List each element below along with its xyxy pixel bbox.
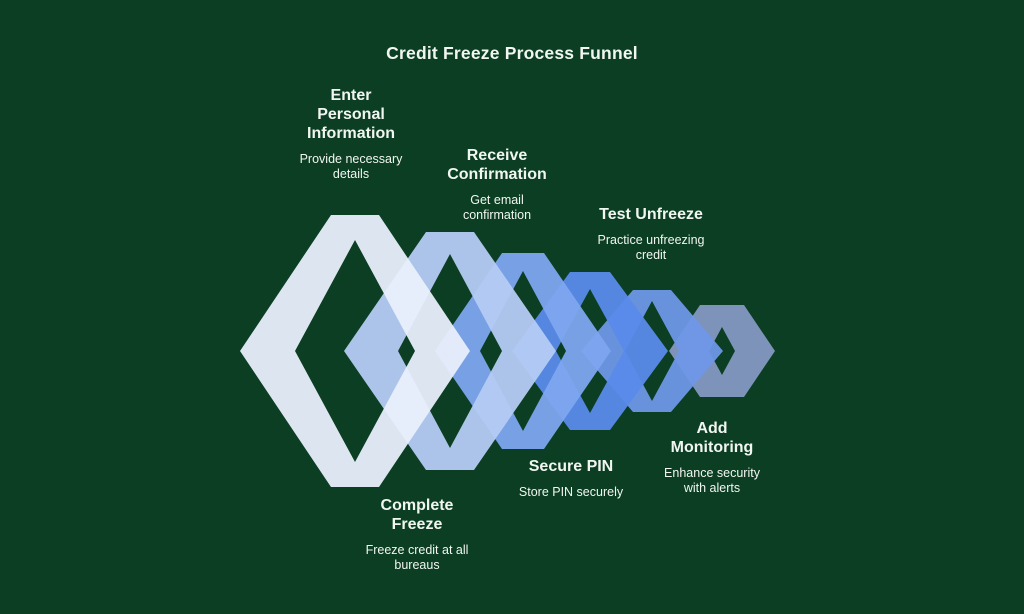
step-heading: Add Monitoring — [670, 420, 754, 456]
step-subtitle: Practice unfreezing credit — [597, 233, 705, 262]
chart-title: Credit Freeze Process Funnel — [386, 43, 638, 63]
step-subtitle: Enhance security with alerts — [664, 466, 760, 495]
step-heading: Receive Confirmation — [447, 147, 547, 183]
step-subtitle: Provide necessary details — [299, 152, 403, 181]
step-subtitle: Get email confirmation — [462, 193, 532, 222]
step-subtitle: Freeze credit at all bureaus — [365, 543, 469, 572]
step-heading: Complete Freeze — [380, 497, 454, 533]
step-subtitle: Store PIN securely — [518, 485, 624, 499]
step-heading: Secure PIN — [528, 458, 614, 475]
step-label-secure-pin: Secure PIN Store PIN securely — [519, 457, 623, 500]
step-heading: Enter Personal Information — [306, 87, 395, 142]
funnel-shape-enter-personal-information — [240, 215, 470, 487]
step-heading: Test Unfreeze — [599, 206, 703, 223]
